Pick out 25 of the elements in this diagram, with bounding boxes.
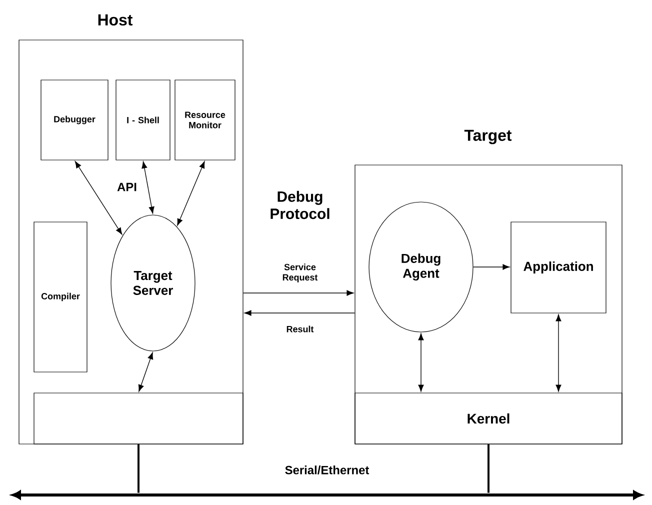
box-title: Target [464, 130, 512, 144]
os-box: Kernel [354, 392, 622, 444]
os-box [34, 392, 244, 444]
connector-line [488, 444, 490, 493]
bus-label: Serial/Ethernet [285, 466, 370, 474]
component-box: I - Shell [116, 80, 170, 160]
arrow [74, 161, 122, 235]
edge-label: Service Request [282, 264, 318, 282]
arrow [138, 352, 154, 392]
arrow [418, 333, 424, 392]
component-box: Resource Monitor [174, 80, 236, 160]
arrow [556, 314, 562, 392]
arrow [142, 161, 154, 214]
arrow [472, 264, 510, 270]
annotation-label: Debug Protocol [270, 190, 330, 220]
component-box: Application [510, 222, 606, 314]
arrow [177, 161, 205, 226]
component-box: Debugger [40, 80, 108, 160]
annotation-label: API [117, 182, 136, 192]
component-box: Compiler [34, 222, 88, 372]
arrow [244, 310, 356, 316]
connector-line [138, 444, 140, 493]
arrow [242, 290, 354, 296]
edge-label: Result [286, 326, 314, 332]
box-title: Host [98, 14, 133, 26]
